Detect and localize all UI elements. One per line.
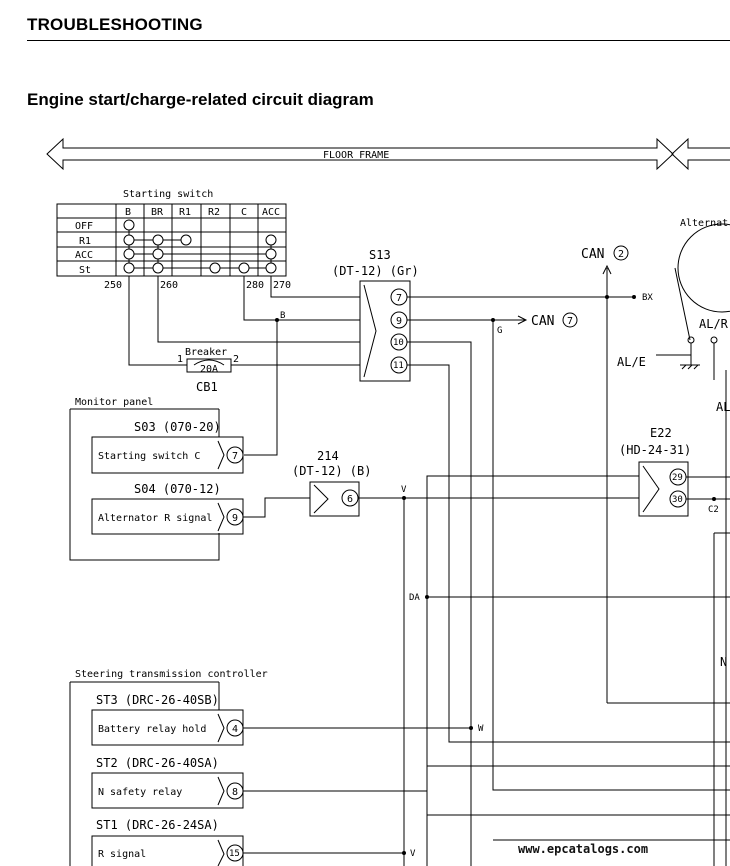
connector-e22: E22 (HD-24-31) 29 30 C2 N — [619, 426, 730, 866]
col-acc: ACC — [262, 207, 280, 218]
al-r-label: AL/R — [699, 317, 729, 331]
term-260: 260 — [160, 280, 178, 291]
connector-s13: S13 (DT-12) (Gr) 7 9 10 11 — [332, 248, 419, 382]
steering-controller: Steering transmission controller ST3 (DR… — [69, 669, 730, 866]
col-r1: R1 — [179, 207, 191, 218]
st3-name: ST3 (DRC-26-40SB) — [96, 693, 219, 707]
watermark: www.epcatalogs.com — [518, 842, 649, 856]
wire-label-c2: C2 — [708, 505, 719, 515]
s03-signal: Starting switch C — [98, 451, 200, 462]
can-lines: CAN 2 BX G CAN 7 — [407, 245, 730, 866]
connector-214: 214 (DT-12) (B) 6 V DA — [292, 449, 730, 866]
e22-spec: (HD-24-31) — [619, 443, 691, 457]
diagram-title: Engine start/charge-related circuit diag… — [27, 90, 374, 109]
alternator: Alternat AL/R AL/E AL — [617, 218, 730, 866]
section-title: TROUBLESHOOTING — [27, 15, 203, 34]
st3-pin: 4 — [232, 724, 238, 735]
breaker-rating: 20A — [200, 364, 218, 375]
wire-label-g: G — [497, 326, 502, 336]
can2-num: 2 — [618, 249, 624, 260]
al-side-label: AL — [716, 400, 730, 414]
st1-name: ST1 (DRC-26-24SA) — [96, 818, 219, 832]
st3-signal: Battery relay hold — [98, 724, 206, 735]
s03-name: S03 (070-20) — [134, 420, 221, 434]
s13-pin-7: 7 — [396, 293, 402, 304]
monitor-panel-title: Monitor panel — [75, 397, 153, 408]
s04-signal: Alternator R signal — [98, 513, 212, 524]
c214-spec: (DT-12) (B) — [292, 464, 371, 478]
e22-name: E22 — [650, 426, 672, 440]
starting-switch: Starting switch B BR R1 R2 C ACC OFF R1 … — [56, 189, 291, 291]
st2-name: ST2 (DRC-26-40SA) — [96, 756, 219, 770]
col-b: B — [125, 207, 131, 218]
wire-label-bx: BX — [642, 293, 653, 303]
can2-text: CAN — [581, 247, 604, 262]
c214-pin: 6 — [347, 494, 353, 505]
term-250: 250 — [104, 280, 122, 291]
s13-name: S13 — [369, 248, 391, 262]
st2-pin: 8 — [232, 787, 238, 798]
wire-label-v1: V — [401, 485, 407, 495]
term-270: 270 — [273, 280, 291, 291]
breaker-name: CB1 — [196, 380, 218, 394]
e22-pin-30: 30 — [672, 495, 683, 505]
can7-text: CAN — [531, 314, 554, 329]
term-280: 280 — [246, 280, 264, 291]
e22-pin-29: 29 — [672, 473, 683, 483]
row-acc: ACC — [75, 250, 93, 261]
st2-signal: N safety relay — [98, 787, 182, 798]
col-c: C — [241, 207, 247, 218]
switch-wires: B — [128, 276, 360, 456]
breaker-pin1: 1 — [177, 354, 183, 365]
steering-controller-title: Steering transmission controller — [75, 669, 268, 680]
s13-pin-9: 9 — [396, 316, 402, 327]
al-e-label: AL/E — [617, 355, 646, 369]
breaker-cb1: Breaker 1 2 20A CB1 — [177, 347, 239, 394]
row-off: OFF — [75, 221, 93, 232]
col-br: BR — [151, 207, 164, 218]
s13-pin-11: 11 — [393, 361, 404, 371]
alternator-label: Alternat — [680, 218, 728, 229]
breaker-label: Breaker — [185, 347, 227, 358]
can7-num: 7 — [567, 316, 573, 327]
st1-pin: 15 — [229, 849, 240, 859]
floor-frame-arrow: FLOOR FRAME — [46, 137, 730, 171]
col-r2: R2 — [208, 207, 220, 218]
header-rule — [27, 40, 730, 41]
starting-switch-title: Starting switch — [123, 189, 213, 200]
s03-pin: 7 — [232, 451, 238, 462]
s13-spec: (DT-12) (Gr) — [332, 264, 419, 278]
c214-name: 214 — [317, 449, 339, 463]
row-r1: R1 — [79, 236, 91, 247]
s04-name: S04 (070-12) — [134, 482, 221, 496]
s13-pin-10: 10 — [393, 338, 404, 348]
wire-label-v2: V — [410, 849, 416, 859]
wire-label-w: W — [478, 724, 484, 734]
wire-label-da: DA — [409, 593, 420, 603]
st1-signal: R signal — [98, 849, 146, 860]
breaker-pin2: 2 — [233, 354, 239, 365]
s04-pin: 9 — [232, 513, 238, 524]
n-side-label: N — [720, 655, 727, 669]
wire-label-b: B — [280, 311, 285, 321]
floor-frame-label: FLOOR FRAME — [323, 150, 389, 161]
monitor-panel: Monitor panel S03 (070-20) Starting swit… — [69, 397, 310, 561]
row-st: St — [79, 265, 91, 276]
